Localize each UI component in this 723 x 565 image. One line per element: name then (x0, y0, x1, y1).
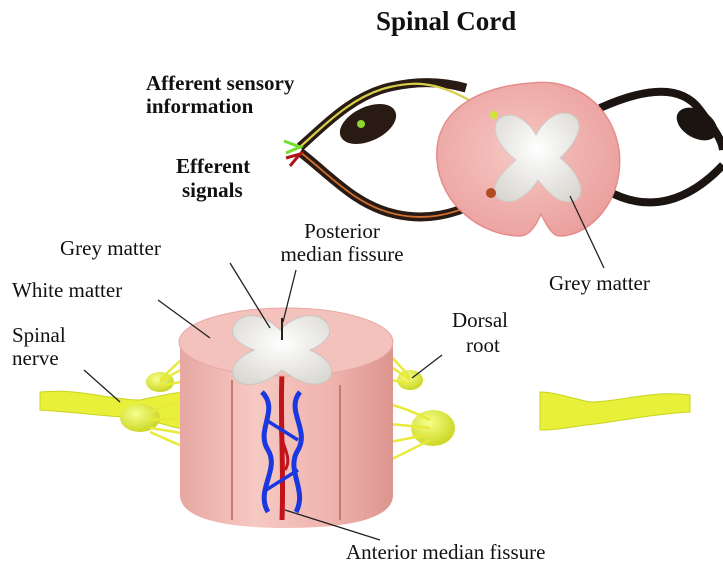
white-matter-label: White matter (12, 279, 122, 302)
efferent-label-line1: Efferent (176, 155, 250, 178)
right-nerve-lower (606, 165, 723, 202)
afferent-label-line1: Afferent sensory (146, 72, 294, 95)
dorsal-horn-neuron (490, 111, 498, 119)
grey-matter-right-label: Grey matter (549, 272, 650, 295)
spinal-nerve-label-line2: nerve (12, 347, 59, 370)
anterior-fissure-label: Anterior median fissure (346, 541, 545, 564)
posterior-label-line2: median fissure (262, 243, 422, 266)
efferent-arrow (286, 154, 300, 166)
spinal-nerve-label-line1: Spinal (12, 324, 66, 347)
dorsal-root-leader (412, 355, 442, 378)
cord-segment-diagram (40, 263, 690, 540)
right-spinal-nerve (540, 392, 690, 430)
anterior-spinal-artery (281, 372, 282, 520)
efferent-label-line2: signals (182, 179, 243, 202)
ventral-horn-neuron (486, 188, 496, 198)
posterior-label-line1: Posterior (262, 220, 422, 243)
dorsal-root-label-line1: Dorsal (452, 309, 508, 332)
grey-matter-top-label: Grey matter (60, 237, 161, 260)
afferent-label-line2: information (146, 95, 253, 118)
dorsal-root-label-line2: root (466, 334, 500, 357)
diagram-title: Spinal Cord (376, 10, 516, 33)
afferent-arrow (284, 141, 300, 153)
ganglion-cell (357, 120, 365, 128)
